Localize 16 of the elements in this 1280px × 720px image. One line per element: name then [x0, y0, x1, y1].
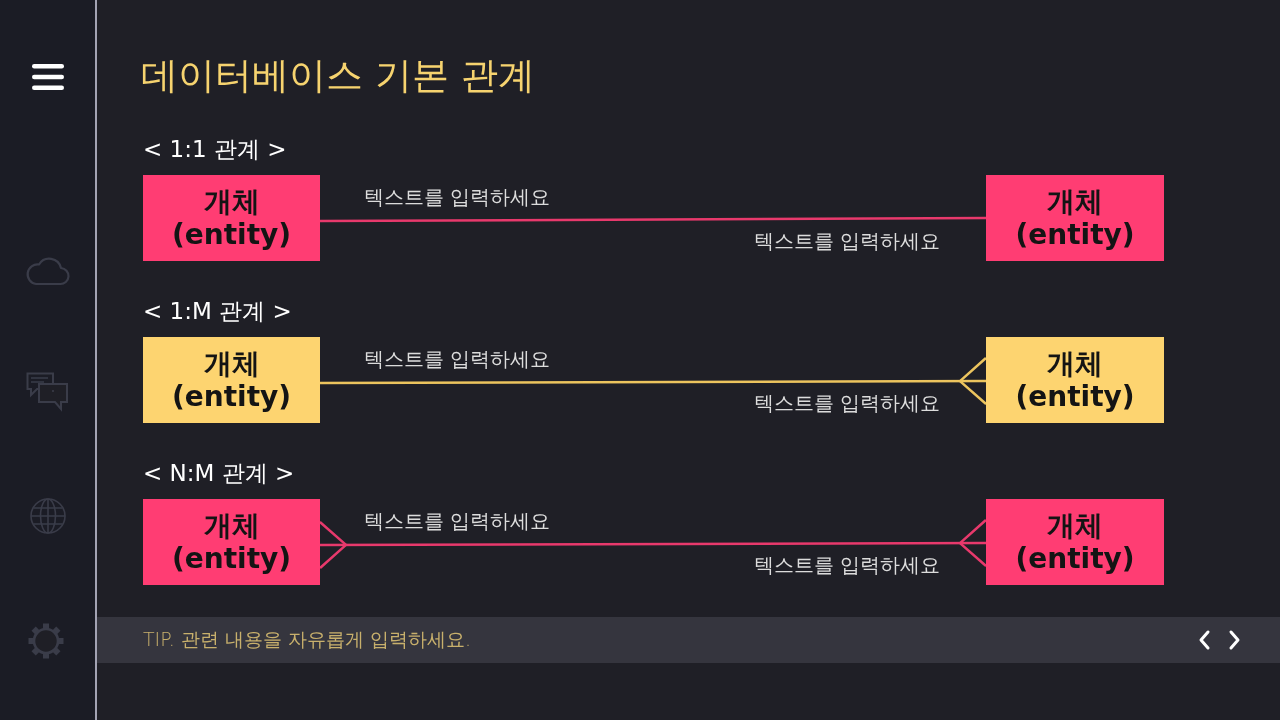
text-label: 텍스트를 입력하세요 [754, 390, 941, 416]
entity-box: 개체 (entity) [143, 499, 320, 585]
entity-box: 개체 (entity) [986, 337, 1164, 423]
page-title: 데이터베이스 기본 관계 [141, 53, 535, 99]
relationship-line [320, 356, 988, 406]
entity-box: 개체 (entity) [986, 175, 1164, 261]
section-heading: < 1:M 관계 > [143, 297, 292, 326]
text-label: 텍스트를 입력하세요 [754, 552, 941, 578]
entity-box: 개체 (entity) [143, 337, 320, 423]
entity-box: 개체 (entity) [986, 499, 1164, 585]
entity-box: 개체 (entity) [143, 175, 320, 261]
tip-text: TIP. 관련 내용을 자유롭게 입력하세요. [143, 627, 471, 652]
section-heading: < N:M 관계 > [143, 459, 295, 488]
section-heading: < 1:1 관계 > [143, 135, 287, 164]
relationship-line [320, 216, 986, 223]
text-label: 텍스트를 입력하세요 [754, 228, 941, 254]
